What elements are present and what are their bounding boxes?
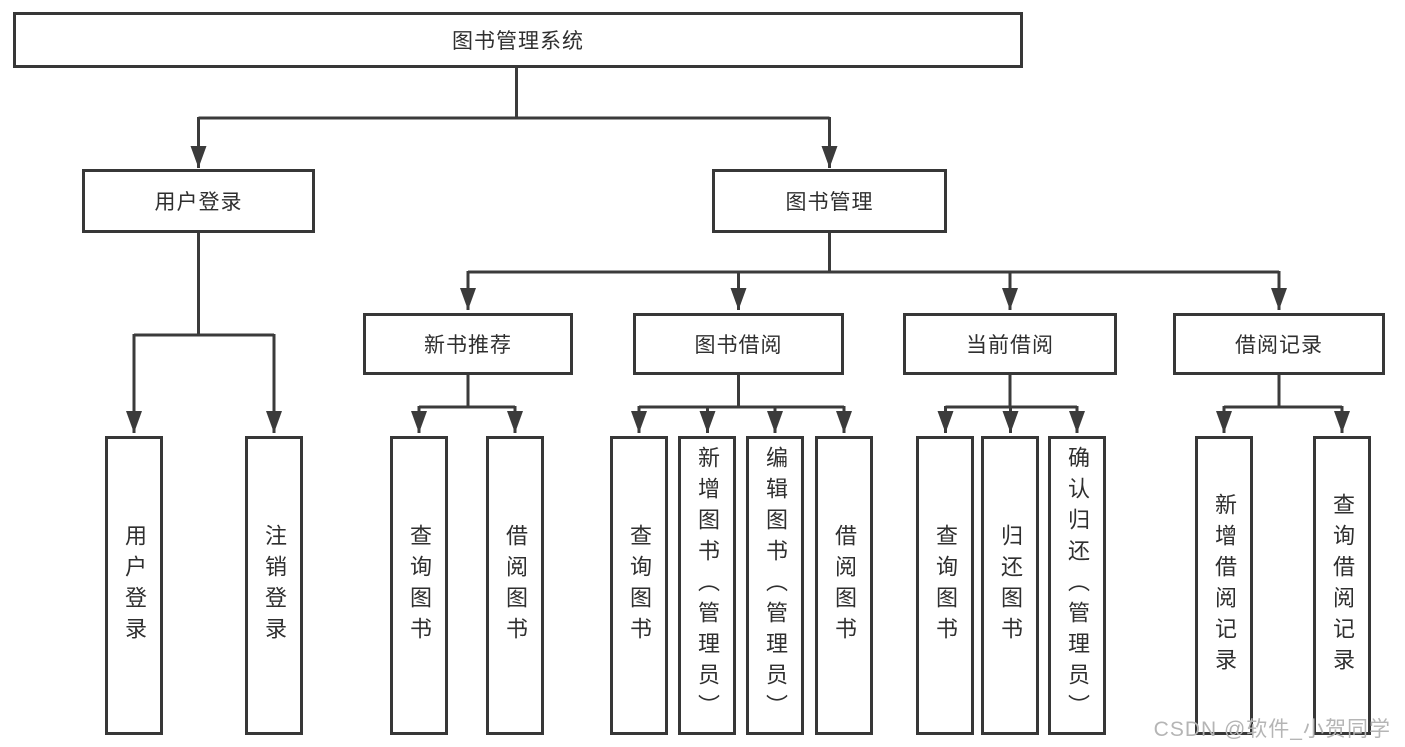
leaf-logout: 注销登录	[245, 436, 303, 735]
leaf-query-books-current: 查询图书	[916, 436, 974, 735]
node-user-login: 用户登录	[82, 169, 315, 233]
leaf-borrow-books-recommend: 借阅图书	[486, 436, 544, 735]
leaf-add-books-admin: 新增图书（管理员）	[678, 436, 736, 735]
leaf-confirm-return-admin: 确认归还（管理员）	[1048, 436, 1106, 735]
leaf-query-books-recommend: 查询图书	[390, 436, 448, 735]
leaf-return-books: 归还图书	[981, 436, 1039, 735]
node-current-borrow: 当前借阅	[903, 313, 1117, 375]
node-root: 图书管理系统	[13, 12, 1023, 68]
node-book-borrow: 图书借阅	[633, 313, 844, 375]
leaf-query-books-borrow: 查询图书	[610, 436, 668, 735]
node-book-management: 图书管理	[712, 169, 947, 233]
leaf-add-borrow-record: 新增借阅记录	[1195, 436, 1253, 735]
leaf-user-login: 用户登录	[105, 436, 163, 735]
node-new-book-recommend: 新书推荐	[363, 313, 573, 375]
leaf-edit-books-admin: 编辑图书（管理员）	[746, 436, 804, 735]
leaf-borrow-books: 借阅图书	[815, 436, 873, 735]
node-borrow-record: 借阅记录	[1173, 313, 1385, 375]
watermark: CSDN @软件_小贺同学	[1153, 718, 1391, 741]
leaf-query-borrow-record: 查询借阅记录	[1313, 436, 1371, 735]
